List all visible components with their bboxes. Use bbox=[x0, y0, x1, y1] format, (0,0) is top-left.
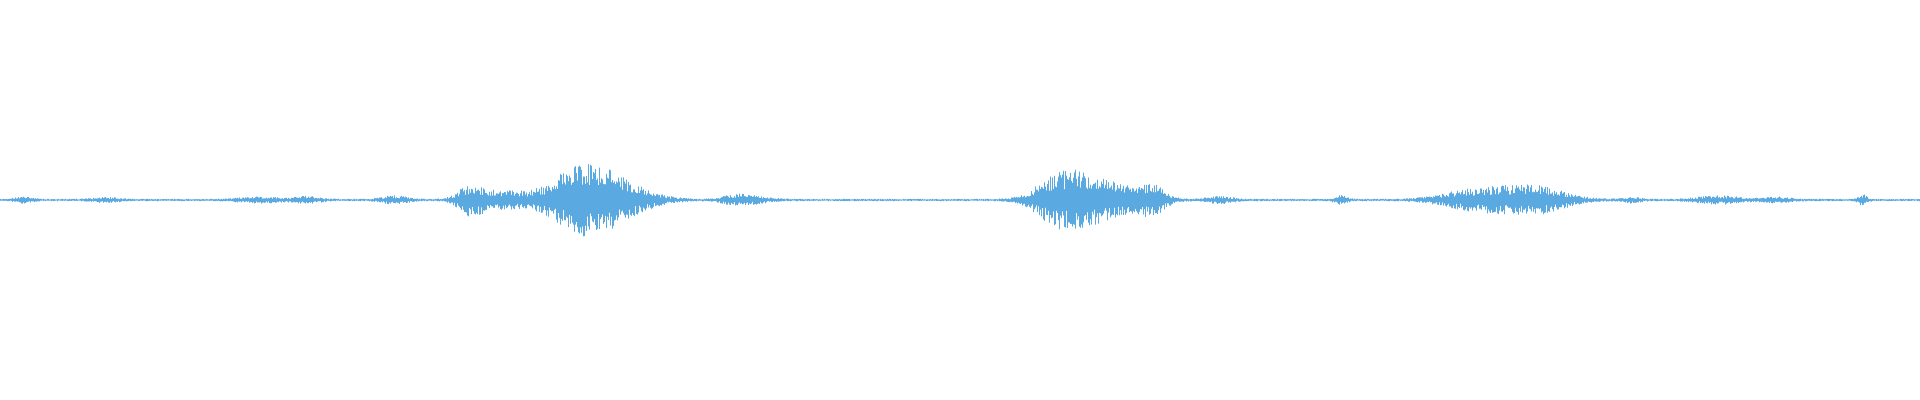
waveform-path bbox=[0, 164, 1920, 237]
